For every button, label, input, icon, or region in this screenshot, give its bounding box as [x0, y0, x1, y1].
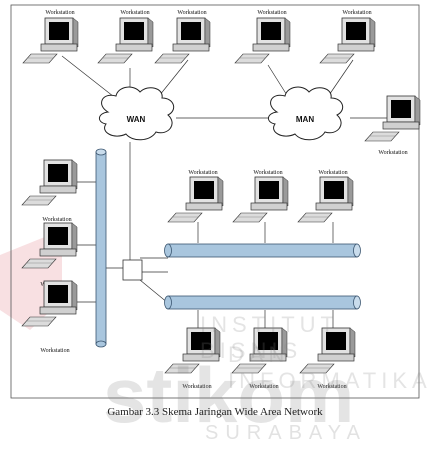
workstation-mid-2: Workstation: [232, 170, 289, 223]
man-label: MAN: [296, 115, 314, 124]
workstation-top-2: Workstation: [97, 10, 154, 64]
figure-caption: Gambar 3.3 Skema Jaringan Wide Area Netw…: [107, 406, 323, 418]
workstation-man-right: Workstation: [364, 95, 421, 156]
watermark-informatics: DAN INFORMATIKA: [228, 342, 430, 393]
workstation-label: Workstation: [42, 217, 71, 223]
lower-backbone: [164, 295, 361, 310]
workstation-label: Workstation: [318, 170, 347, 176]
workstation-label: Workstation: [317, 384, 346, 390]
upper-backbone: [164, 243, 361, 258]
workstation-label: Workstation: [120, 10, 149, 16]
workstation-left-1: Workstation: [21, 159, 78, 223]
wan-label: WAN: [127, 115, 146, 124]
workstation-label: Workstation: [257, 10, 286, 16]
diagram-frame: [10, 4, 420, 399]
workstation-label: Workstation: [188, 170, 217, 176]
workstation-label: Workstation: [249, 384, 278, 390]
workstation-top-4: Workstation: [234, 10, 291, 64]
man-cloud: MAN: [268, 86, 344, 141]
watermark-city: SURABAYA: [205, 422, 367, 444]
vertical-backbone: [95, 148, 107, 348]
workstation-bottom-2: Workstation: [231, 327, 288, 390]
watermark-institute: INSTITUT BISNIS: [200, 312, 339, 363]
workstation-left-3: Workstation: [21, 280, 78, 354]
workstation-mid-1: Workstation: [167, 170, 224, 223]
workstation-top-1: Workstation: [22, 10, 79, 64]
workstation-label: Workstation: [45, 10, 74, 16]
workstation-bottom-1: Workstation: [164, 327, 221, 390]
workstation-mid-3: Workstation: [297, 170, 354, 223]
workstation-label: Workstation: [342, 10, 371, 16]
workstation-top-5: Workstation: [319, 10, 376, 64]
workstation-label: Workstation: [182, 384, 211, 390]
workstation-label: Workstation: [378, 150, 407, 156]
wan-cloud: WAN: [99, 86, 175, 141]
workstation-label: Workstation: [177, 10, 206, 16]
workstation-bottom-3: Workstation: [299, 327, 356, 390]
workstation-top-3: Workstation: [154, 10, 211, 64]
watermark-logo-text: stikom: [103, 351, 355, 439]
workstation-label: Workstation: [40, 348, 69, 354]
hub-box: [122, 259, 143, 281]
workstation-label: Workstation: [253, 170, 282, 176]
